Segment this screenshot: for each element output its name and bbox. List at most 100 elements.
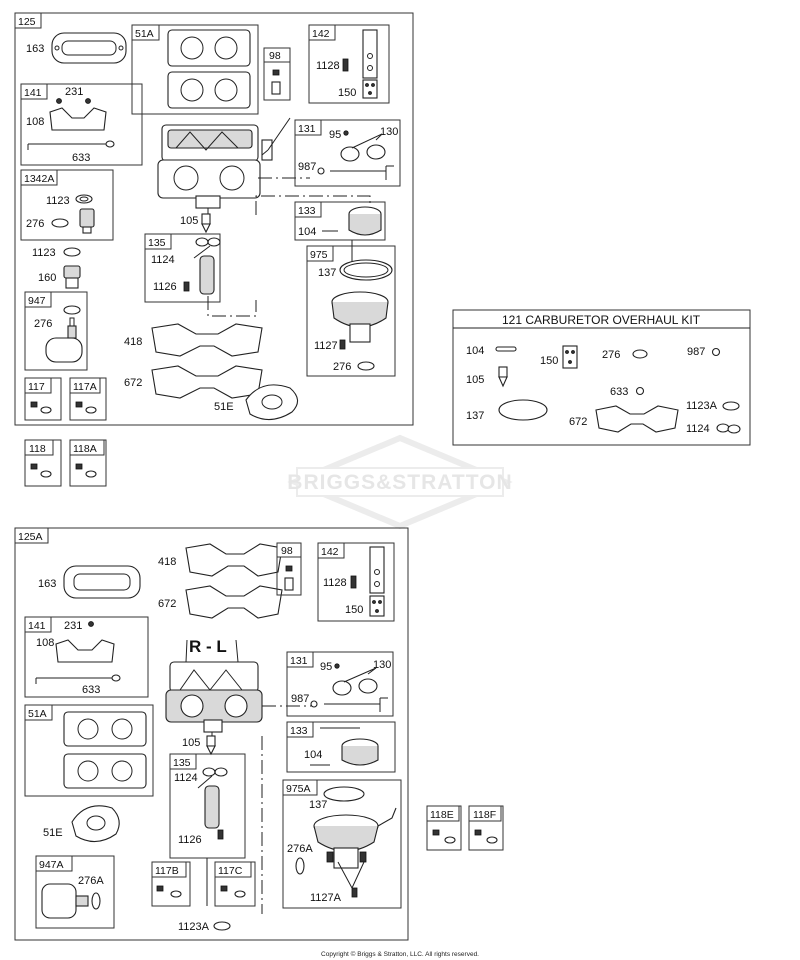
b-needle-105-part [206,735,216,756]
assembly-125A-id: 125A [18,531,43,543]
kit-label-987: 987 [687,346,705,358]
b-label-137: 137 [309,799,327,811]
label-51E: 51E [214,401,234,413]
b-label-1126: 1126 [178,834,202,846]
label-142: 142 [312,28,330,40]
b-screw-117C-part [220,885,246,898]
label-137: 137 [318,267,336,279]
b-group-131 [286,651,394,717]
gasket-51E-part [245,384,299,421]
b-label-987: 987 [291,693,309,705]
kit-label-104: 104 [466,345,484,357]
screw-117-part [30,401,52,414]
kit-title: 121 CARBURETOR OVERHAUL KIT [502,313,701,327]
b-gasket-163-part [63,565,141,599]
label-104: 104 [298,226,316,238]
b-group-142 [317,542,395,622]
b-label-975A: 975A [286,783,311,795]
assembly-125-frame [14,12,414,426]
b-gasket-51A-part [63,711,147,789]
screw-118-part [30,463,52,478]
b-label-105: 105 [182,737,200,749]
b-gasket-672-part [185,585,283,619]
gasket-51A-part [167,29,251,109]
b-label-108: 108 [36,637,54,649]
label-135: 135 [148,237,166,249]
loose-parts-bottom: 118E 118F [426,805,504,851]
label-987: 987 [298,161,316,173]
label-141: 141 [24,87,42,99]
label-95: 95 [329,129,341,141]
b-group-141 [24,616,149,698]
kit-plate-150-part [562,345,578,369]
b-label-142: 142 [321,546,339,558]
b-group-947A [35,855,115,929]
b-label-418: 418 [158,556,176,568]
kit-label-672: 672 [569,416,587,428]
throttle-shaft-141-part [27,98,115,150]
fuel-fitting-1342A-part [51,194,95,234]
label-118: 118 [29,443,46,455]
group-975 [306,245,396,377]
b-label-117B: 117B [155,865,179,877]
kit-label-633: 633 [610,386,628,398]
label-150: 150 [338,87,356,99]
label-118E: 118E [430,809,454,821]
b-washer-1123A-part [213,921,231,931]
b-label-104: 104 [304,749,322,761]
label-1127: 1127 [314,340,338,352]
kit-washer-276-part [632,349,648,359]
b-bracket-142-part [350,546,385,617]
b-label-1127A: 1127A [310,892,342,904]
b-carburetor-body-part [165,661,263,733]
washer-1123-part [63,247,81,257]
kit-frame [452,309,751,446]
group-131 [294,119,401,187]
b-gasket-51E-part [71,805,120,843]
assembly-125A: 125A 418 672 98 142 1128 150 163 [14,527,409,941]
label-117A: 117A [73,381,97,393]
kit-gasket-672-part [595,405,679,433]
b-label-672: 672 [158,598,176,610]
label-1123-b: 1123 [32,247,56,259]
label-276-a: 276 [26,218,44,230]
screw-117A-part [75,401,97,414]
screw-118F-part [474,829,498,844]
b-label-947A: 947A [39,859,64,871]
b-screw-98-part [284,565,294,591]
screw-98-part [271,69,281,95]
b-label-51E: 51E [43,827,63,839]
label-108: 108 [26,116,44,128]
b-gasket-418-part [185,543,283,577]
kit-washer-1124-part [716,423,741,434]
label-276-c: 276 [34,318,52,330]
label-131: 131 [298,123,316,135]
kit-label-105: 105 [466,374,484,386]
label-633: 633 [72,152,90,164]
b-throttle-shaft-141-part [35,621,121,684]
label-975: 975 [310,249,328,261]
fitting-160-part [63,265,81,289]
b-label-95: 95 [320,661,332,673]
b-float-133-part [310,727,379,766]
b-label-276A: 276A [287,843,313,855]
label-117: 117 [28,381,45,393]
label-1342A: 1342A [24,173,54,185]
kit-needle-105-part [498,366,508,388]
kit-label-1123A: 1123A [686,400,718,412]
gasket-418-part [151,323,263,357]
assembly-125A-frame [14,527,409,941]
kit-spring-104-part [495,346,517,352]
b-label-150: 150 [345,604,363,616]
group-141 [20,83,143,166]
loose-parts-top: 118 118A [24,439,107,487]
kit-label-137: 137 [466,410,484,422]
label-118A: 118A [73,443,97,455]
b-fuel-solenoid-947A-part [41,883,101,919]
brand-watermark: BRIGGS&STRATTON [287,434,513,530]
kit-washer-1123A-part [722,401,740,411]
label-1124: 1124 [151,254,175,266]
b-screw-117B-part [156,885,182,898]
b-label-141: 141 [28,620,46,632]
